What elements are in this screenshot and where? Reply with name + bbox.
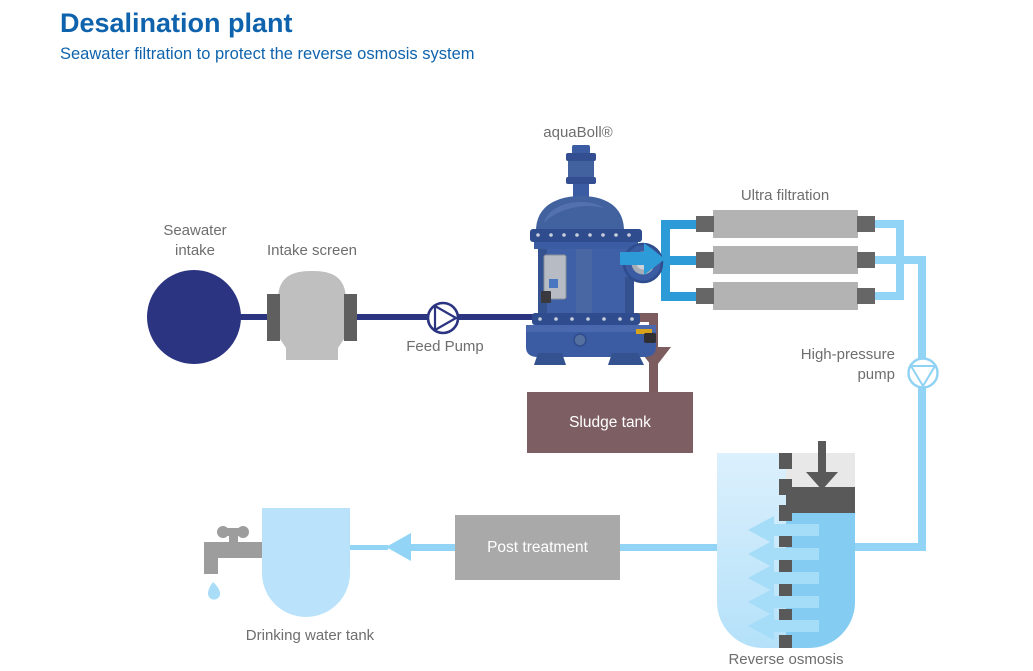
uf-cap-left-3 <box>696 288 714 304</box>
pipe-uf-out-3 <box>875 292 904 300</box>
ro-piston-head <box>786 487 855 513</box>
pipe-uf-out-2 <box>875 256 926 264</box>
pipe-uf-branch-3 <box>661 292 697 301</box>
pipe-hp-to-ro <box>855 543 926 551</box>
high-pressure-pump-symbol <box>907 357 939 389</box>
sludge-tank-box: Sludge tank <box>527 392 693 453</box>
uf-cap-right-3 <box>857 288 875 304</box>
pipe-uf-feed <box>620 252 646 265</box>
seawater-intake-circle <box>147 270 241 364</box>
uf-cap-right-1 <box>857 216 875 232</box>
uf-module-3 <box>713 282 858 310</box>
feed-pump-label: Feed Pump <box>406 338 484 355</box>
ro-pressure-arrow-stem <box>818 441 826 473</box>
pipe-posttreatment-to-arrow <box>410 544 455 551</box>
uf-cap-right-2 <box>857 252 875 268</box>
faucet-icon <box>204 526 262 600</box>
drinking-water-arrow-icon <box>386 533 411 561</box>
intake-screen-shape <box>267 271 357 360</box>
uf-cap-left-2 <box>696 252 714 268</box>
uf-module-2 <box>713 246 858 274</box>
aquaboll-label: aquaBoll® <box>543 124 613 141</box>
ultra-filtration-label: Ultra filtration <box>740 187 830 204</box>
pipe-uf-branch-2 <box>661 256 697 265</box>
pipe-ro-to-posttreatment <box>620 544 720 551</box>
ro-flow-arrow <box>748 564 819 592</box>
sludge-tank-label: Sludge tank <box>569 413 651 431</box>
feed-pump-symbol <box>426 301 460 335</box>
pipe-arrow-to-tank <box>350 545 388 550</box>
reverse-osmosis-label: Reverse osmosis <box>728 651 844 668</box>
ro-pressure-arrow-icon <box>806 472 838 490</box>
page-subtitle: Seawater filtration to protect the rever… <box>60 45 475 63</box>
post-treatment-box: Post treatment <box>455 515 620 580</box>
uf-cap-left-1 <box>696 216 714 232</box>
pipe-to-hp-pump-vertical <box>918 256 926 551</box>
ro-flow-arrow <box>748 516 819 544</box>
pipe-uf-branch-1 <box>661 220 697 229</box>
post-treatment-label: Post treatment <box>487 538 588 556</box>
reverse-osmosis-vessel <box>717 453 855 648</box>
uf-module-1 <box>713 210 858 238</box>
drinking-water-tank-label: Drinking water tank <box>245 627 375 644</box>
pipe-raw-seawater <box>238 314 563 320</box>
ro-flow-arrow <box>748 612 819 640</box>
ro-flow-arrow <box>748 588 819 616</box>
pipe-uf-out-1 <box>875 220 904 228</box>
ro-flow-arrow <box>748 540 819 568</box>
high-pressure-pump-label: High-pressure pump <box>800 346 895 383</box>
page-title: Desalination plant <box>60 8 293 38</box>
intake-screen-label: Intake screen <box>266 242 358 259</box>
seawater-intake-label: Seawater intake <box>163 222 227 259</box>
drinking-water-tank-shape <box>262 508 350 617</box>
uf-feed-arrow-icon <box>644 243 665 275</box>
